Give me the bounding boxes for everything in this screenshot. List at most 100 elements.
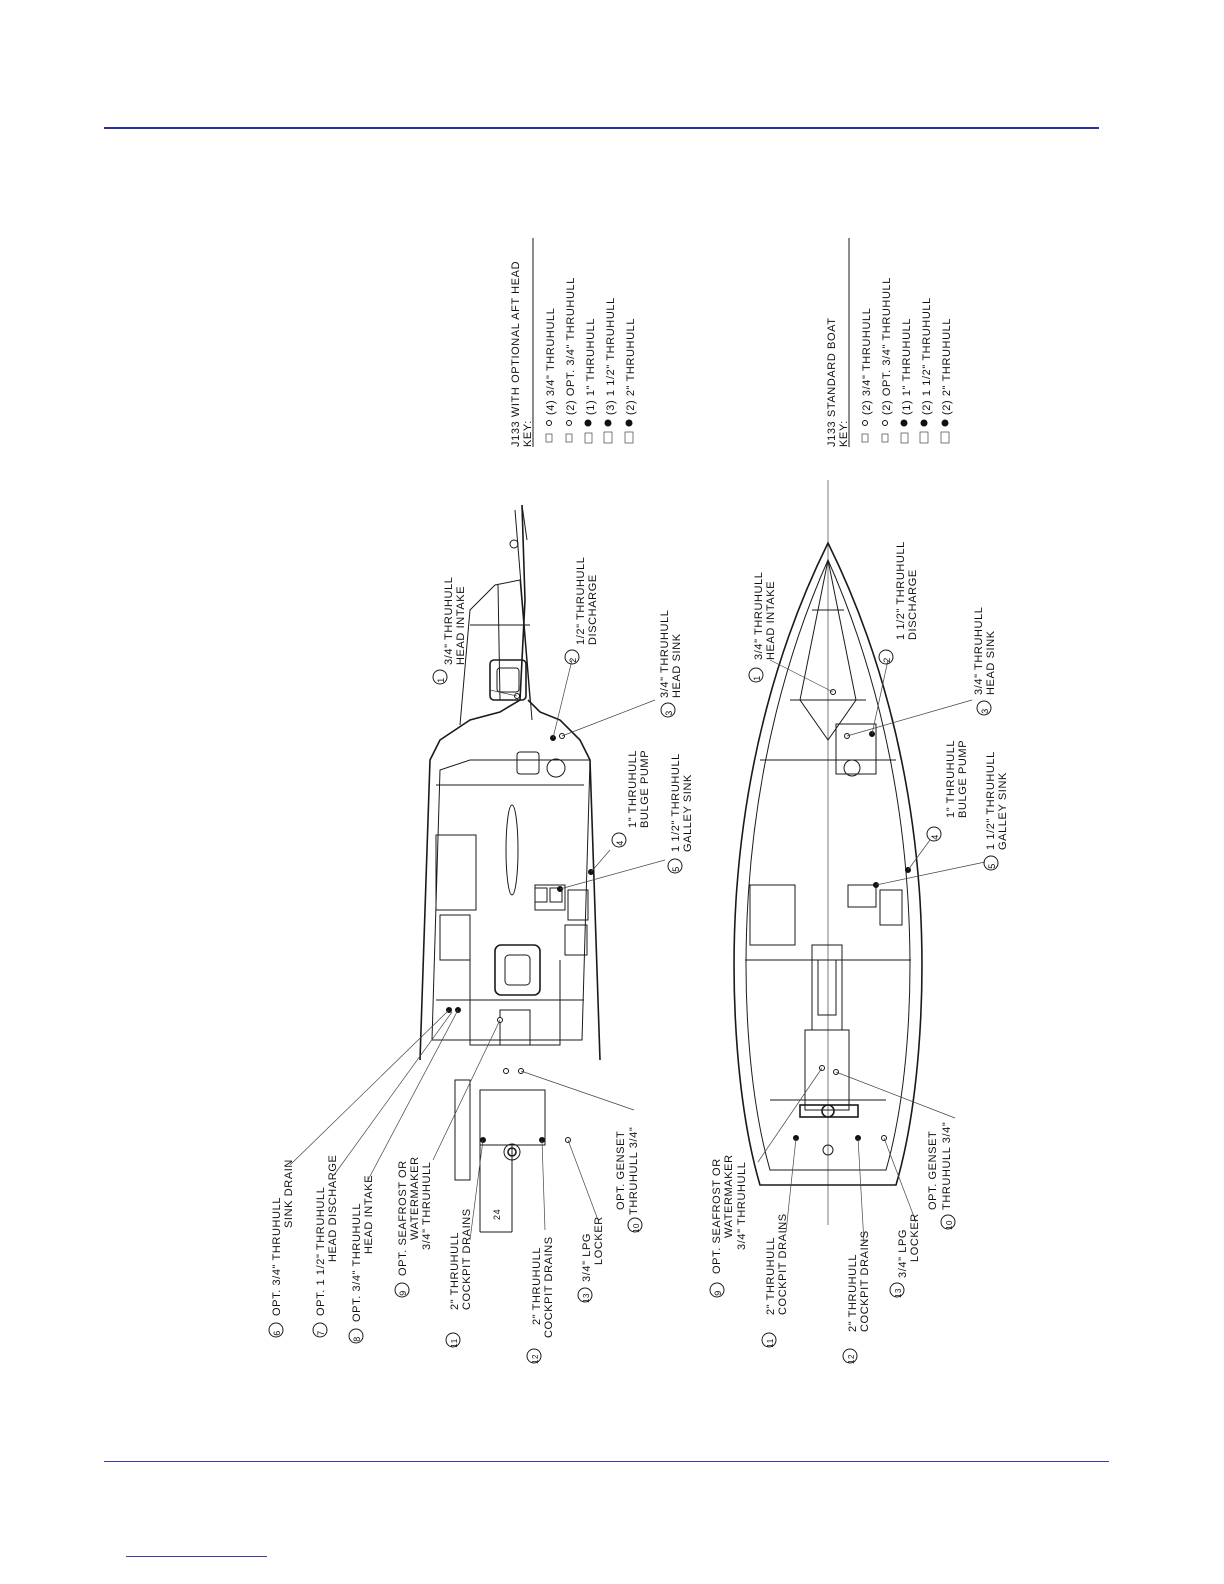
svg-text:BULGE PUMP: BULGE PUMP [957, 740, 969, 818]
header-rule [104, 127, 1099, 129]
bottom-callout-5: 5 1 1/2" THRUHULL GALLEY SINK [983, 751, 1009, 871]
svg-text:HEAD INTAKE: HEAD INTAKE [455, 586, 467, 665]
svg-text:1: 1 [752, 675, 762, 681]
top-callout-8: 8 OPT. 3/4" THRUHULL HEAD INTAKE [348, 1175, 375, 1344]
svg-text:(2) 2" THRUHULL: (2) 2" THRUHULL [941, 318, 953, 415]
bottom-callout-13: 13 3/4" LPG LOCKER [889, 1213, 921, 1298]
top-deck-plan: 24 [289, 504, 666, 1241]
svg-text:13: 13 [582, 1293, 591, 1303]
top-callout-3: 3 3/4" THRUHULL HEAD SINK [659, 609, 683, 718]
bottom-callout-12: 12 2" THRUHULL COCKPIT DRAINS [842, 1230, 871, 1364]
svg-text:HEAD SINK: HEAD SINK [671, 633, 683, 698]
key-bottom-item-2: (1) 1" THRUHULL [900, 318, 913, 444]
svg-text:(3) 1 1/2" THRUHULL: (3) 1 1/2" THRUHULL [605, 297, 617, 415]
svg-text:WATERMAKER: WATERMAKER [409, 1156, 421, 1240]
svg-text:HEAD DISCHARGE: HEAD DISCHARGE [327, 1155, 339, 1262]
open-thruhull-icon [882, 420, 888, 426]
svg-text:1/2" THRUHULL: 1/2" THRUHULL [575, 556, 587, 645]
svg-text:OPT. 3/4" THRUHULL: OPT. 3/4" THRUHULL [351, 1203, 363, 1322]
svg-text:(1) 1" THRUHULL: (1) 1" THRUHULL [901, 318, 913, 415]
filled-thruhull-icon [604, 419, 612, 427]
top-callout-6: 6 OPT. 3/4" THRUHULL SINK DRAIN [268, 1159, 295, 1338]
svg-text:7: 7 [316, 1330, 326, 1336]
top-callout-11: 11 2" THRUHULL COCKPIT DRAINS [445, 1208, 473, 1348]
key-bottom-item-0: (2) 3/4" THRUHULL [861, 308, 873, 443]
svg-text:5: 5 [671, 866, 681, 872]
top-callout-5: 5 1 1/2" THRUHULL GALLEY SINK [667, 753, 694, 874]
svg-text:(2) 2" THRUHULL: (2) 2" THRUHULL [625, 318, 637, 415]
top-callout-7: 7 OPT. 1 1/2" THRUHULL HEAD DISCHARGE [312, 1155, 339, 1338]
svg-text:11: 11 [766, 1338, 775, 1348]
svg-text:11: 11 [450, 1338, 459, 1348]
bottom-callout-11: 11 2" THRUHULL COCKPIT DRAINS [761, 1213, 789, 1348]
filled-thruhull-icon [920, 419, 928, 427]
top-callout-4: 4 1" THRUHULL BULGE PUMP [611, 750, 651, 848]
key-bottom-item-4: (2) 2" THRUHULL [940, 318, 953, 444]
svg-text:SINK DRAIN: SINK DRAIN [283, 1159, 295, 1228]
footnote-rule [126, 1556, 267, 1557]
svg-text:2" THRUHULL: 2" THRUHULL [847, 1254, 859, 1332]
svg-text:HEAD INTAKE: HEAD INTAKE [765, 581, 777, 660]
svg-text:4: 4 [930, 834, 940, 840]
key-top-item-0: (4) 3/4" THRUHULL [545, 308, 557, 443]
key-bottom-item-1: (2) OPT. 3/4" THRUHULL [881, 277, 893, 443]
svg-text:GALLEY SINK: GALLEY SINK [682, 774, 694, 852]
svg-text:9: 9 [398, 1290, 408, 1296]
svg-text:(2) 3/4" THRUHULL: (2) 3/4" THRUHULL [861, 308, 873, 415]
svg-text:HEAD SINK: HEAD SINK [985, 630, 997, 695]
svg-text:(4) 3/4" THRUHULL: (4) 3/4" THRUHULL [545, 308, 557, 415]
svg-text:1 1/2" THRUHULL: 1 1/2" THRUHULL [895, 541, 907, 640]
bottom-callout-10: 10 OPT. GENSET THRUHULL 3/4" [927, 1122, 956, 1230]
svg-text:12: 12 [847, 1354, 856, 1364]
svg-text:OPT. GENSET: OPT. GENSET [927, 1131, 939, 1210]
svg-text:(1) 1" THRUHULL: (1) 1" THRUHULL [585, 318, 597, 415]
svg-text:12: 12 [531, 1354, 540, 1364]
svg-text:3: 3 [980, 708, 990, 714]
svg-text:DISCHARGE: DISCHARGE [907, 569, 919, 640]
open-thruhull-icon [566, 420, 572, 426]
svg-text:2" THRUHULL: 2" THRUHULL [449, 1232, 461, 1310]
svg-text:BULGE PUMP: BULGE PUMP [639, 750, 651, 828]
svg-text:THRUHULL 3/4": THRUHULL 3/4" [628, 1127, 640, 1215]
bottom-callout-4: 4 1" THRUHULL BULGE PUMP [926, 740, 969, 842]
svg-text:13: 13 [894, 1288, 903, 1298]
top-callout-13: 13 3/4" LPG LOCKER [577, 1216, 605, 1303]
svg-text:3/4" LPG: 3/4" LPG [897, 1229, 909, 1278]
svg-text:OPT. SEAFROST OR: OPT. SEAFROST OR [397, 1160, 409, 1276]
svg-text:1: 1 [436, 677, 446, 683]
top-callout-10: 10 OPT. GENSET THRUHULL 3/4" [615, 1127, 643, 1233]
key-top-item-3: (3) 1 1/2" THRUHULL [603, 297, 617, 444]
key-top-item-1: (2) OPT. 3/4" THRUHULL [565, 277, 577, 443]
open-thruhull-icon [862, 420, 868, 426]
svg-text:3: 3 [664, 710, 674, 716]
svg-text:GALLEY SINK: GALLEY SINK [997, 772, 1009, 850]
svg-text:3/4" THRUHULL: 3/4" THRUHULL [421, 1161, 433, 1250]
svg-text:1" THRUHULL: 1" THRUHULL [627, 750, 639, 828]
svg-text:8: 8 [352, 1336, 362, 1342]
svg-text:COCKPIT DRAINS: COCKPIT DRAINS [859, 1230, 871, 1332]
svg-text:(2) OPT. 3/4" THRUHULL: (2) OPT. 3/4" THRUHULL [565, 277, 577, 415]
bottom-callout-9: 9 OPT. SEAFROST OR WATERMAKER 3/4" THRUH… [709, 1154, 748, 1298]
filled-thruhull-icon [625, 419, 633, 427]
svg-text:WATERMAKER: WATERMAKER [723, 1154, 735, 1238]
key-top-item-4: (2) 2" THRUHULL [624, 318, 637, 444]
dimension-label: 24 [492, 1209, 502, 1220]
key-top-title: J133 WITH OPTIONAL AFT HEAD [510, 261, 522, 447]
svg-text:3/4" THRUHULL: 3/4" THRUHULL [659, 609, 671, 698]
svg-text:COCKPIT DRAINS: COCKPIT DRAINS [461, 1208, 473, 1310]
svg-text:1" THRUHULL: 1" THRUHULL [945, 740, 957, 818]
svg-text:OPT. SEAFROST OR: OPT. SEAFROST OR [711, 1158, 723, 1274]
svg-text:(2) 1 1/2" THRUHULL: (2) 1 1/2" THRUHULL [921, 297, 933, 415]
svg-text:OPT. 3/4" THRUHULL: OPT. 3/4" THRUHULL [271, 1197, 283, 1316]
filled-thruhull-icon [584, 419, 592, 427]
footer-rule [104, 1461, 1109, 1462]
svg-text:2: 2 [568, 657, 578, 663]
svg-text:HEAD INTAKE: HEAD INTAKE [363, 1175, 375, 1254]
bottom-callout-3: 3 3/4" THRUHULL HEAD SINK [973, 606, 997, 716]
svg-text:9: 9 [713, 1290, 723, 1296]
key-top-item-2: (1) 1" THRUHULL [584, 318, 597, 444]
svg-text:LOCKER: LOCKER [593, 1216, 605, 1265]
svg-text:1 1/2" THRUHULL: 1 1/2" THRUHULL [670, 753, 682, 852]
svg-text:COCKPIT DRAINS: COCKPIT DRAINS [777, 1213, 789, 1315]
